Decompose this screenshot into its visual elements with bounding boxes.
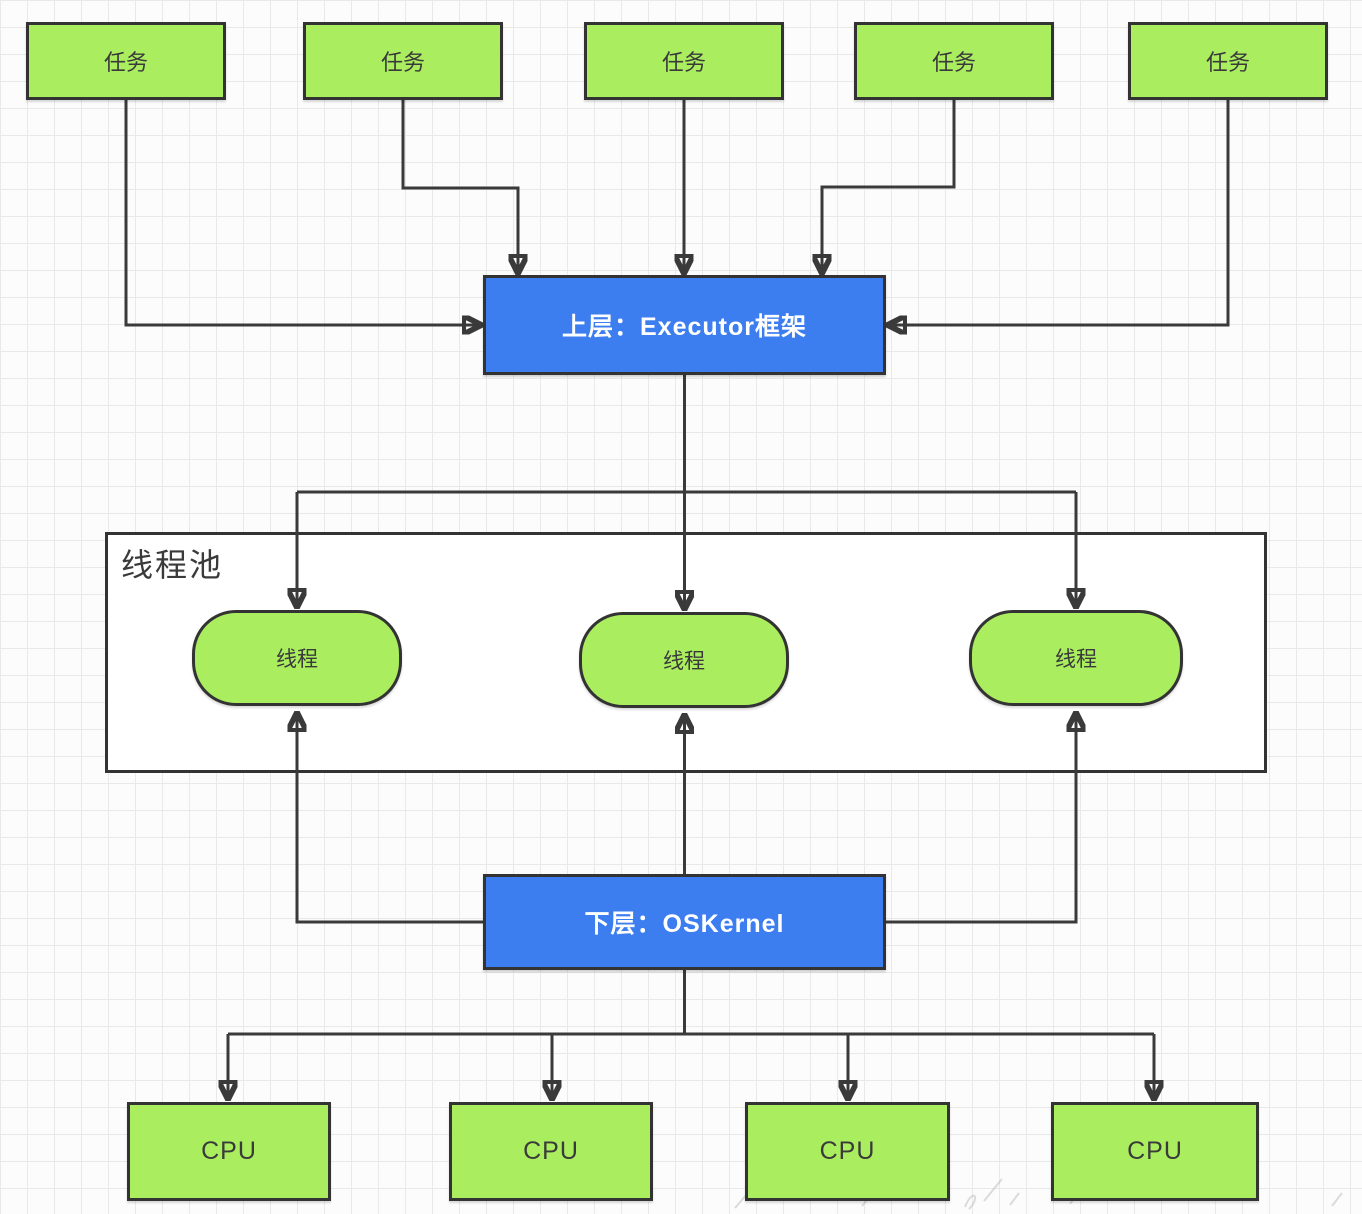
task-label: 任务 xyxy=(1205,50,1250,75)
os-kernel-label: 下层：OSKernel xyxy=(584,910,785,938)
thread-box-1: 线程 xyxy=(192,610,402,706)
task-label: 任务 xyxy=(661,50,706,75)
thread-box-2: 线程 xyxy=(579,612,789,708)
cpu-label: CPU xyxy=(523,1137,579,1165)
cpu-label: CPU xyxy=(1127,1137,1183,1165)
cpu-box-1: CPU xyxy=(127,1102,331,1201)
os-kernel-box: 下层：OSKernel xyxy=(483,874,886,970)
connector-task4-to-executor xyxy=(822,100,956,272)
cpu-box-4: CPU xyxy=(1051,1102,1259,1201)
task-label: 任务 xyxy=(103,50,148,75)
executor-framework-label: 上层：Executor框架 xyxy=(562,313,807,341)
cpu-label: CPU xyxy=(819,1137,876,1165)
connector-task2-to-executor xyxy=(401,100,518,272)
task-box-5: 任务 xyxy=(1128,22,1328,100)
cpu-label: CPU xyxy=(201,1137,257,1165)
task-label: 任务 xyxy=(931,50,976,75)
thread-box-3: 线程 xyxy=(969,610,1183,706)
connector-task1-to-executor xyxy=(124,100,480,325)
thread-label: 线程 xyxy=(1055,648,1097,671)
executor-framework-box: 上层：Executor框架 xyxy=(483,275,886,375)
connector-task5-to-executor xyxy=(889,100,1230,325)
connector-oskernel-to-thread3 xyxy=(886,714,1076,924)
task-box-3: 任务 xyxy=(584,22,784,100)
task-box-4: 任务 xyxy=(854,22,1054,100)
task-box-2: 任务 xyxy=(303,22,503,100)
thread-label: 线程 xyxy=(663,650,705,673)
cpu-box-2: CPU xyxy=(449,1102,653,1201)
connector-oskernel-to-thread1 xyxy=(297,714,483,924)
thread-label: 线程 xyxy=(276,648,318,671)
task-label: 任务 xyxy=(380,50,425,75)
cpu-box-3: CPU xyxy=(745,1102,950,1201)
thread-pool-label: 线程池 xyxy=(121,547,224,583)
task-box-1: 任务 xyxy=(26,22,226,100)
